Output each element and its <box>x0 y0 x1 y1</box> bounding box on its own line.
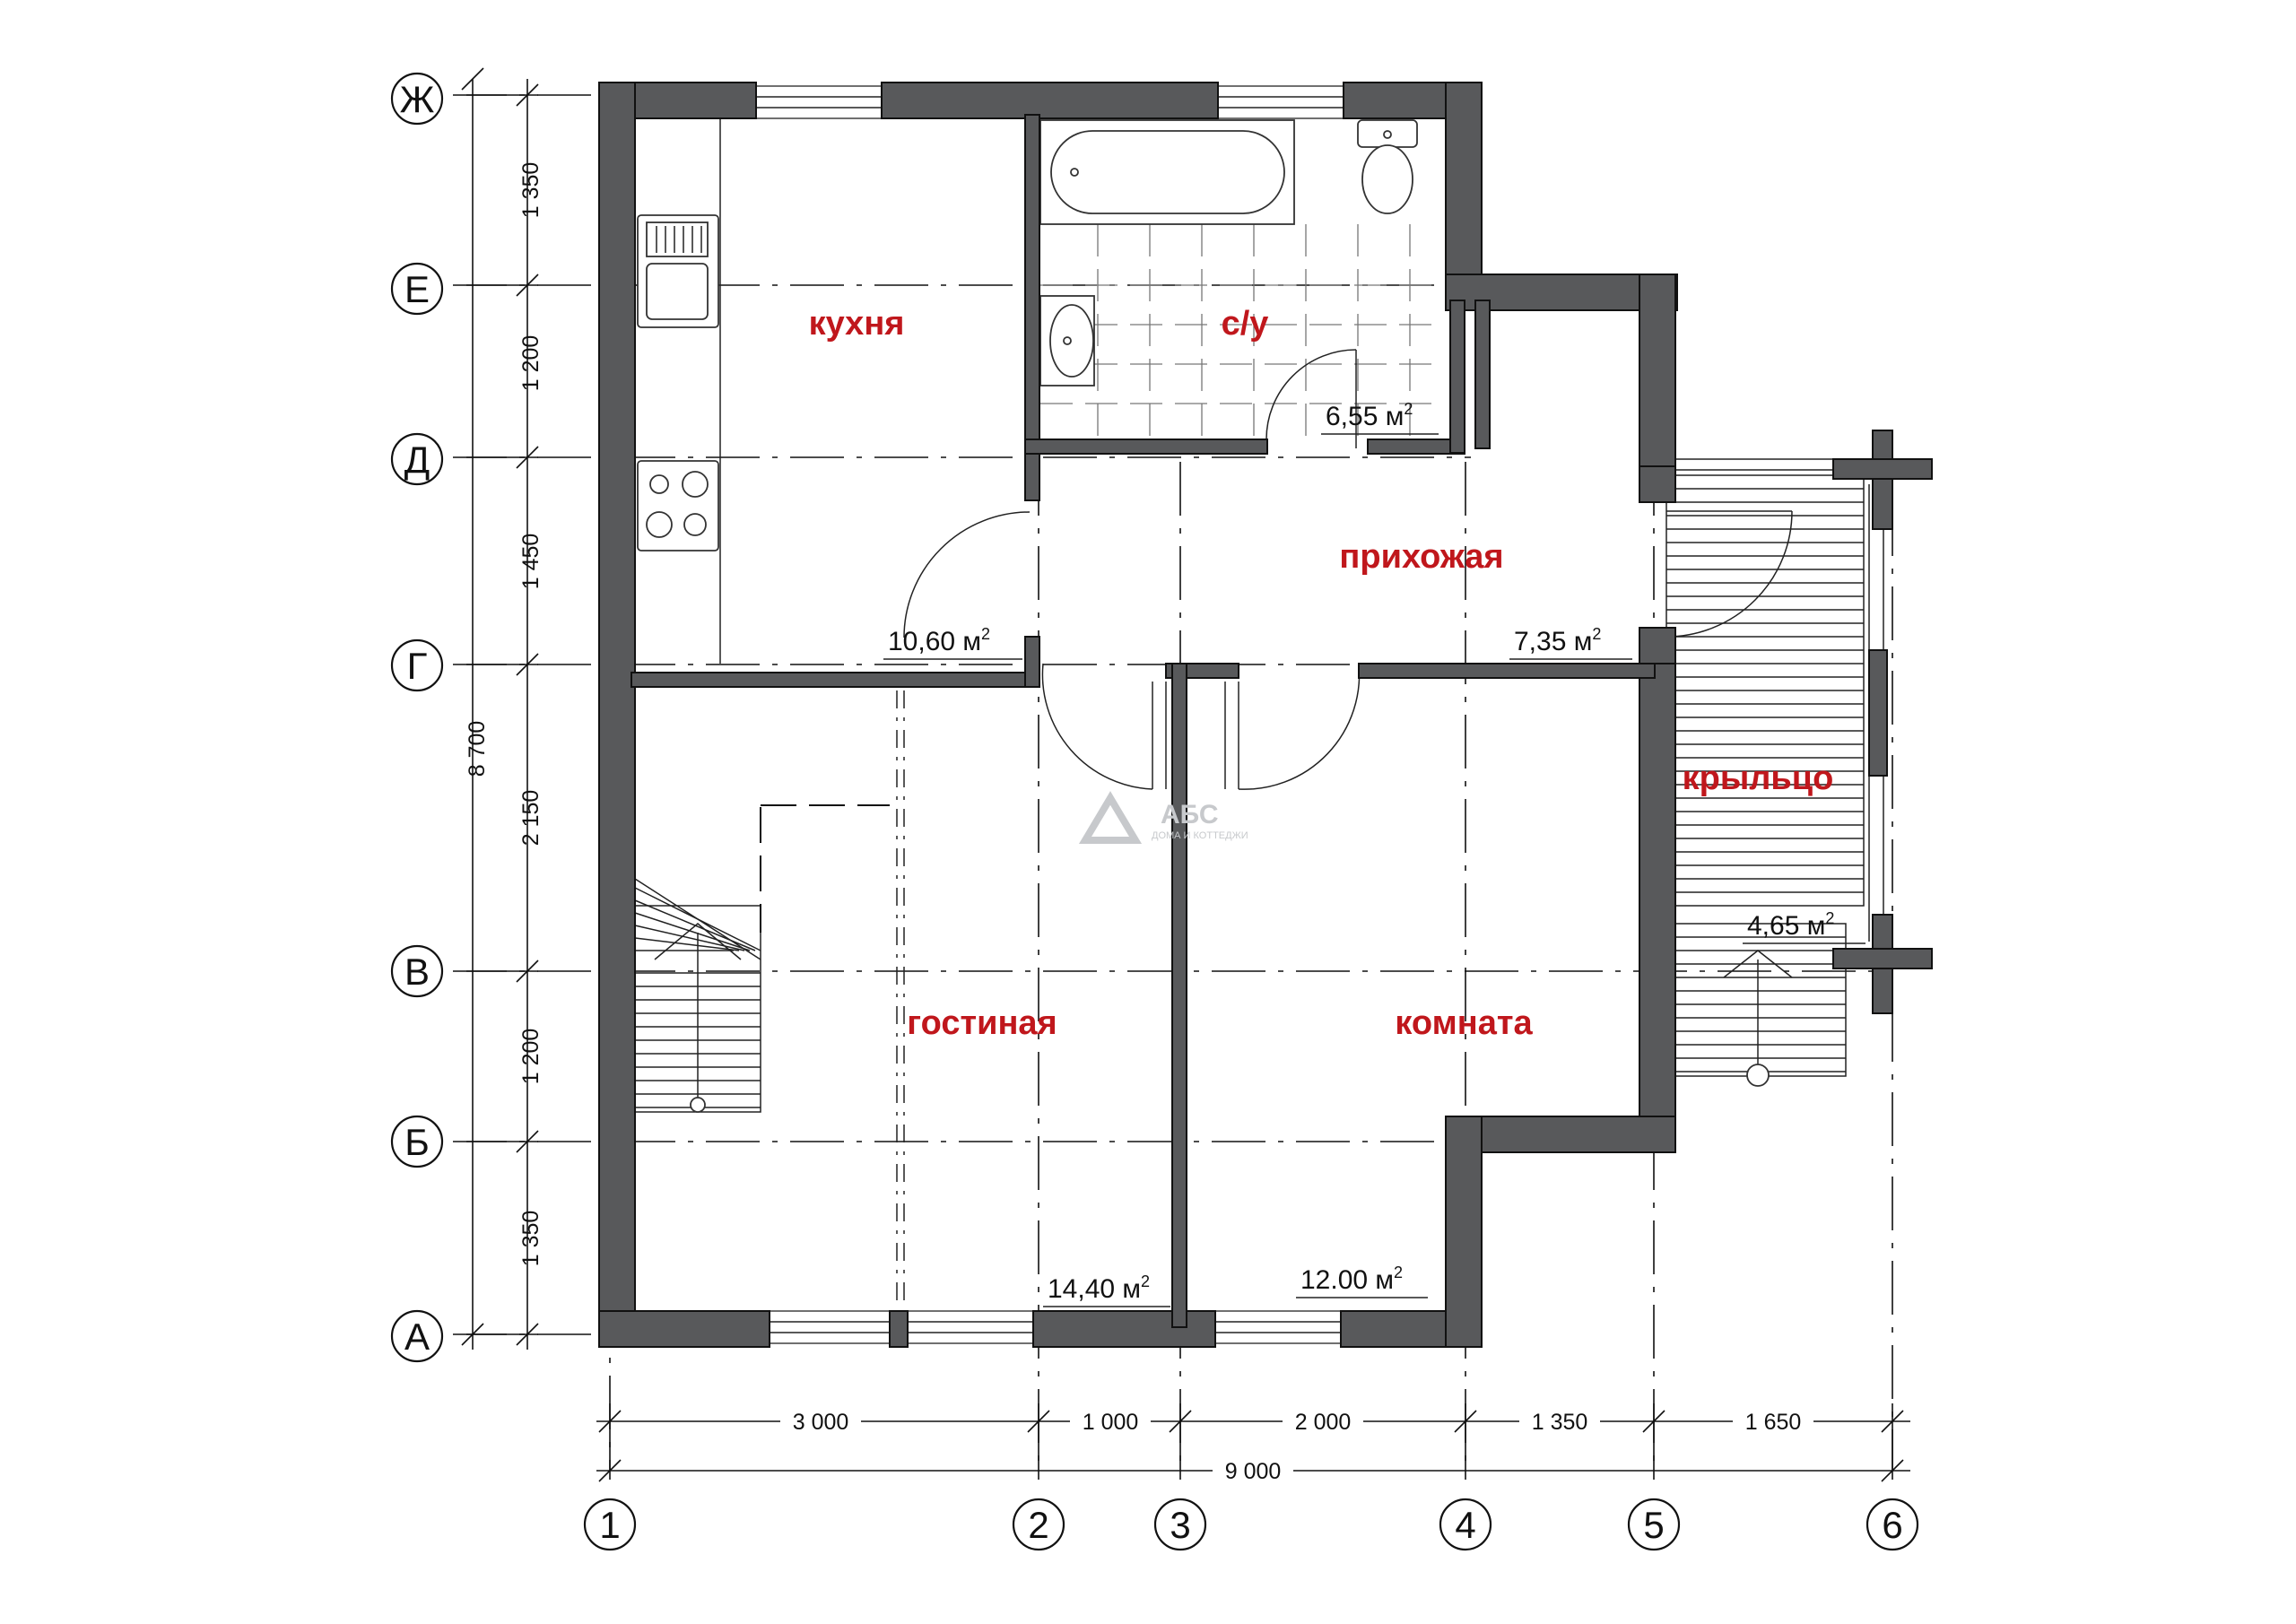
row-axis-b: Б <box>404 1121 430 1163</box>
area-kitchen: 10,60 м2 <box>888 625 990 656</box>
row-axis-bubbles: Ж Е Д Г В Б А <box>390 72 444 1363</box>
bottom-dim-3: 2 000 <box>1295 1410 1352 1435</box>
drawing-line <box>634 937 740 951</box>
room-label-hall: прихожая <box>1339 538 1503 576</box>
logo: АБС ДОМА И КОТТЕДЖИ <box>1078 791 1248 844</box>
room-label-room: комната <box>1395 1004 1533 1042</box>
bottom-dim-2: 1 000 <box>1083 1410 1139 1435</box>
drawing-line <box>1881 1459 1904 1482</box>
col-axis-5: 5 <box>1643 1504 1664 1546</box>
col-axis-4: 4 <box>1455 1504 1475 1546</box>
area-hall: 7,35 м2 <box>1514 625 1601 656</box>
left-dim-1: 1 350 <box>518 162 544 219</box>
bathroom-fixtures <box>1039 119 1418 386</box>
room-label-living: гостиная <box>907 1004 1057 1042</box>
logo-tagline: ДОМА И КОТТЕДЖИ <box>1152 830 1248 841</box>
room-labels: кухня с/у прихожая крыльцо гостиная комн… <box>809 305 1834 1042</box>
row-axis-g: Г <box>407 645 428 687</box>
room-label-bathroom: с/у <box>1222 305 1269 343</box>
drawing-line <box>598 1459 622 1482</box>
row-axis-zh: Ж <box>400 78 435 120</box>
col-axis-1: 1 <box>599 1504 620 1546</box>
bottom-dim-4: 1 350 <box>1532 1410 1588 1435</box>
kitchen-furniture <box>637 117 721 664</box>
logo-triangle-icon <box>1078 791 1143 844</box>
left-dim-2: 1 200 <box>518 335 544 392</box>
row-axis-v: В <box>404 951 430 993</box>
row-axis-a: А <box>404 1316 430 1358</box>
bottom-dim-5: 1 650 <box>1745 1410 1802 1435</box>
room-label-kitchen: кухня <box>809 305 905 343</box>
logo-name: АБС <box>1161 800 1219 829</box>
left-dim-3: 1 450 <box>518 534 544 590</box>
drawing-line <box>634 912 751 951</box>
left-dim-total: 8 700 <box>465 721 490 777</box>
left-dim-4: 2 150 <box>518 790 544 847</box>
area-room: 12.00 м2 <box>1300 1264 1403 1295</box>
walls <box>598 82 1933 1348</box>
doors <box>903 349 1793 790</box>
room-label-porch: крыльцо <box>1683 760 1834 797</box>
area-porch: 4,65 м2 <box>1747 909 1834 941</box>
windows <box>755 85 1884 1344</box>
column-axis-bubbles: 1 2 3 4 5 6 <box>583 1498 1919 1551</box>
left-dimensions: 1 350 1 200 1 450 2 150 1 200 1 350 8 70… <box>461 67 544 1350</box>
bottom-dimensions: 3 000 1 000 2 000 1 350 1 650 9 000 <box>596 1403 1910 1484</box>
col-axis-2: 2 <box>1028 1504 1048 1546</box>
stairs <box>634 690 905 1309</box>
col-axis-6: 6 <box>1882 1504 1902 1546</box>
area-living: 14,40 м2 <box>1048 1272 1150 1304</box>
area-labels: 10,60 м2 6,55 м2 7,35 м2 4,65 м2 14,40 м… <box>883 400 1866 1307</box>
left-dim-6: 1 350 <box>518 1211 544 1267</box>
col-axis-3: 3 <box>1170 1504 1190 1546</box>
bottom-dim-1: 3 000 <box>793 1410 849 1435</box>
drawing-line <box>461 67 484 91</box>
drawing-line <box>634 925 745 951</box>
bathroom-tiles <box>1040 224 1435 439</box>
bottom-dim-total: 9 000 <box>1225 1459 1282 1484</box>
drawing-line <box>461 1323 484 1346</box>
left-dim-5: 1 200 <box>518 1029 544 1085</box>
area-bathroom: 6,55 м2 <box>1326 400 1413 431</box>
row-axis-e: Е <box>404 268 430 310</box>
row-axis-d: Д <box>404 439 430 481</box>
